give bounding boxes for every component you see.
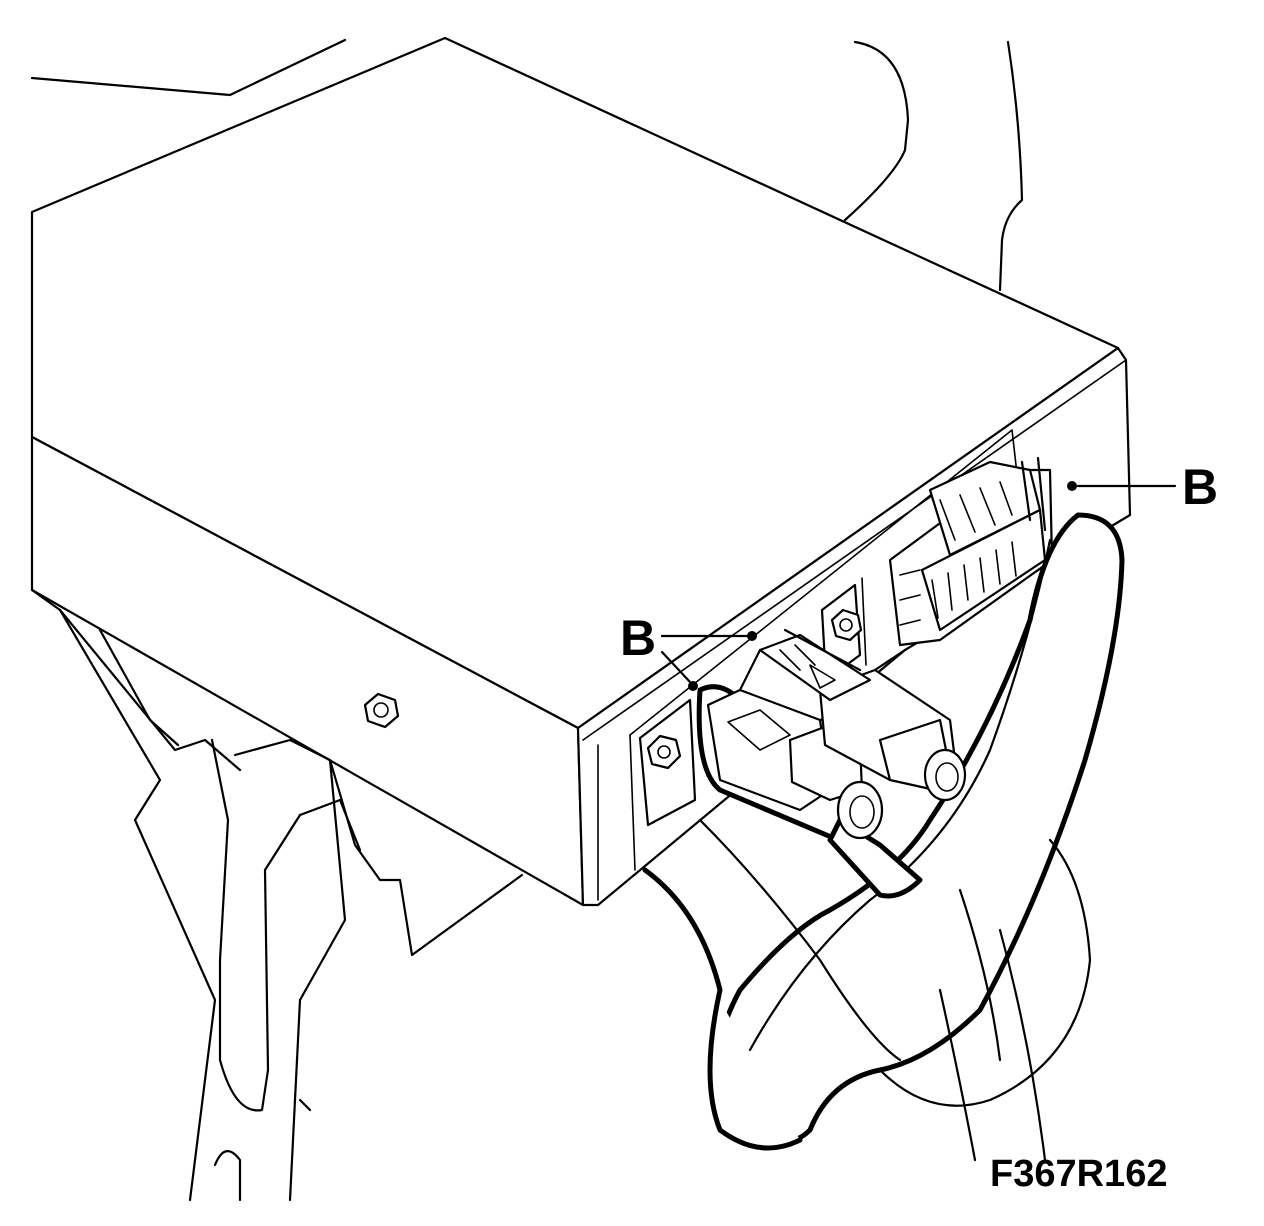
callout-b-right-label: B: [1182, 459, 1218, 515]
callout-b-right: B: [1067, 459, 1218, 515]
front-bolt-left: [646, 734, 682, 770]
mounting-bracket: [30, 588, 524, 1202]
callout-b-left-label: B: [620, 610, 656, 666]
side-bolt: [363, 692, 400, 729]
background-structure: [30, 38, 1024, 292]
figure-code: F367R162: [990, 1153, 1167, 1195]
right-connector: [888, 456, 1054, 647]
lower-plugs: [706, 628, 967, 840]
callout-b-left: B: [620, 610, 757, 691]
